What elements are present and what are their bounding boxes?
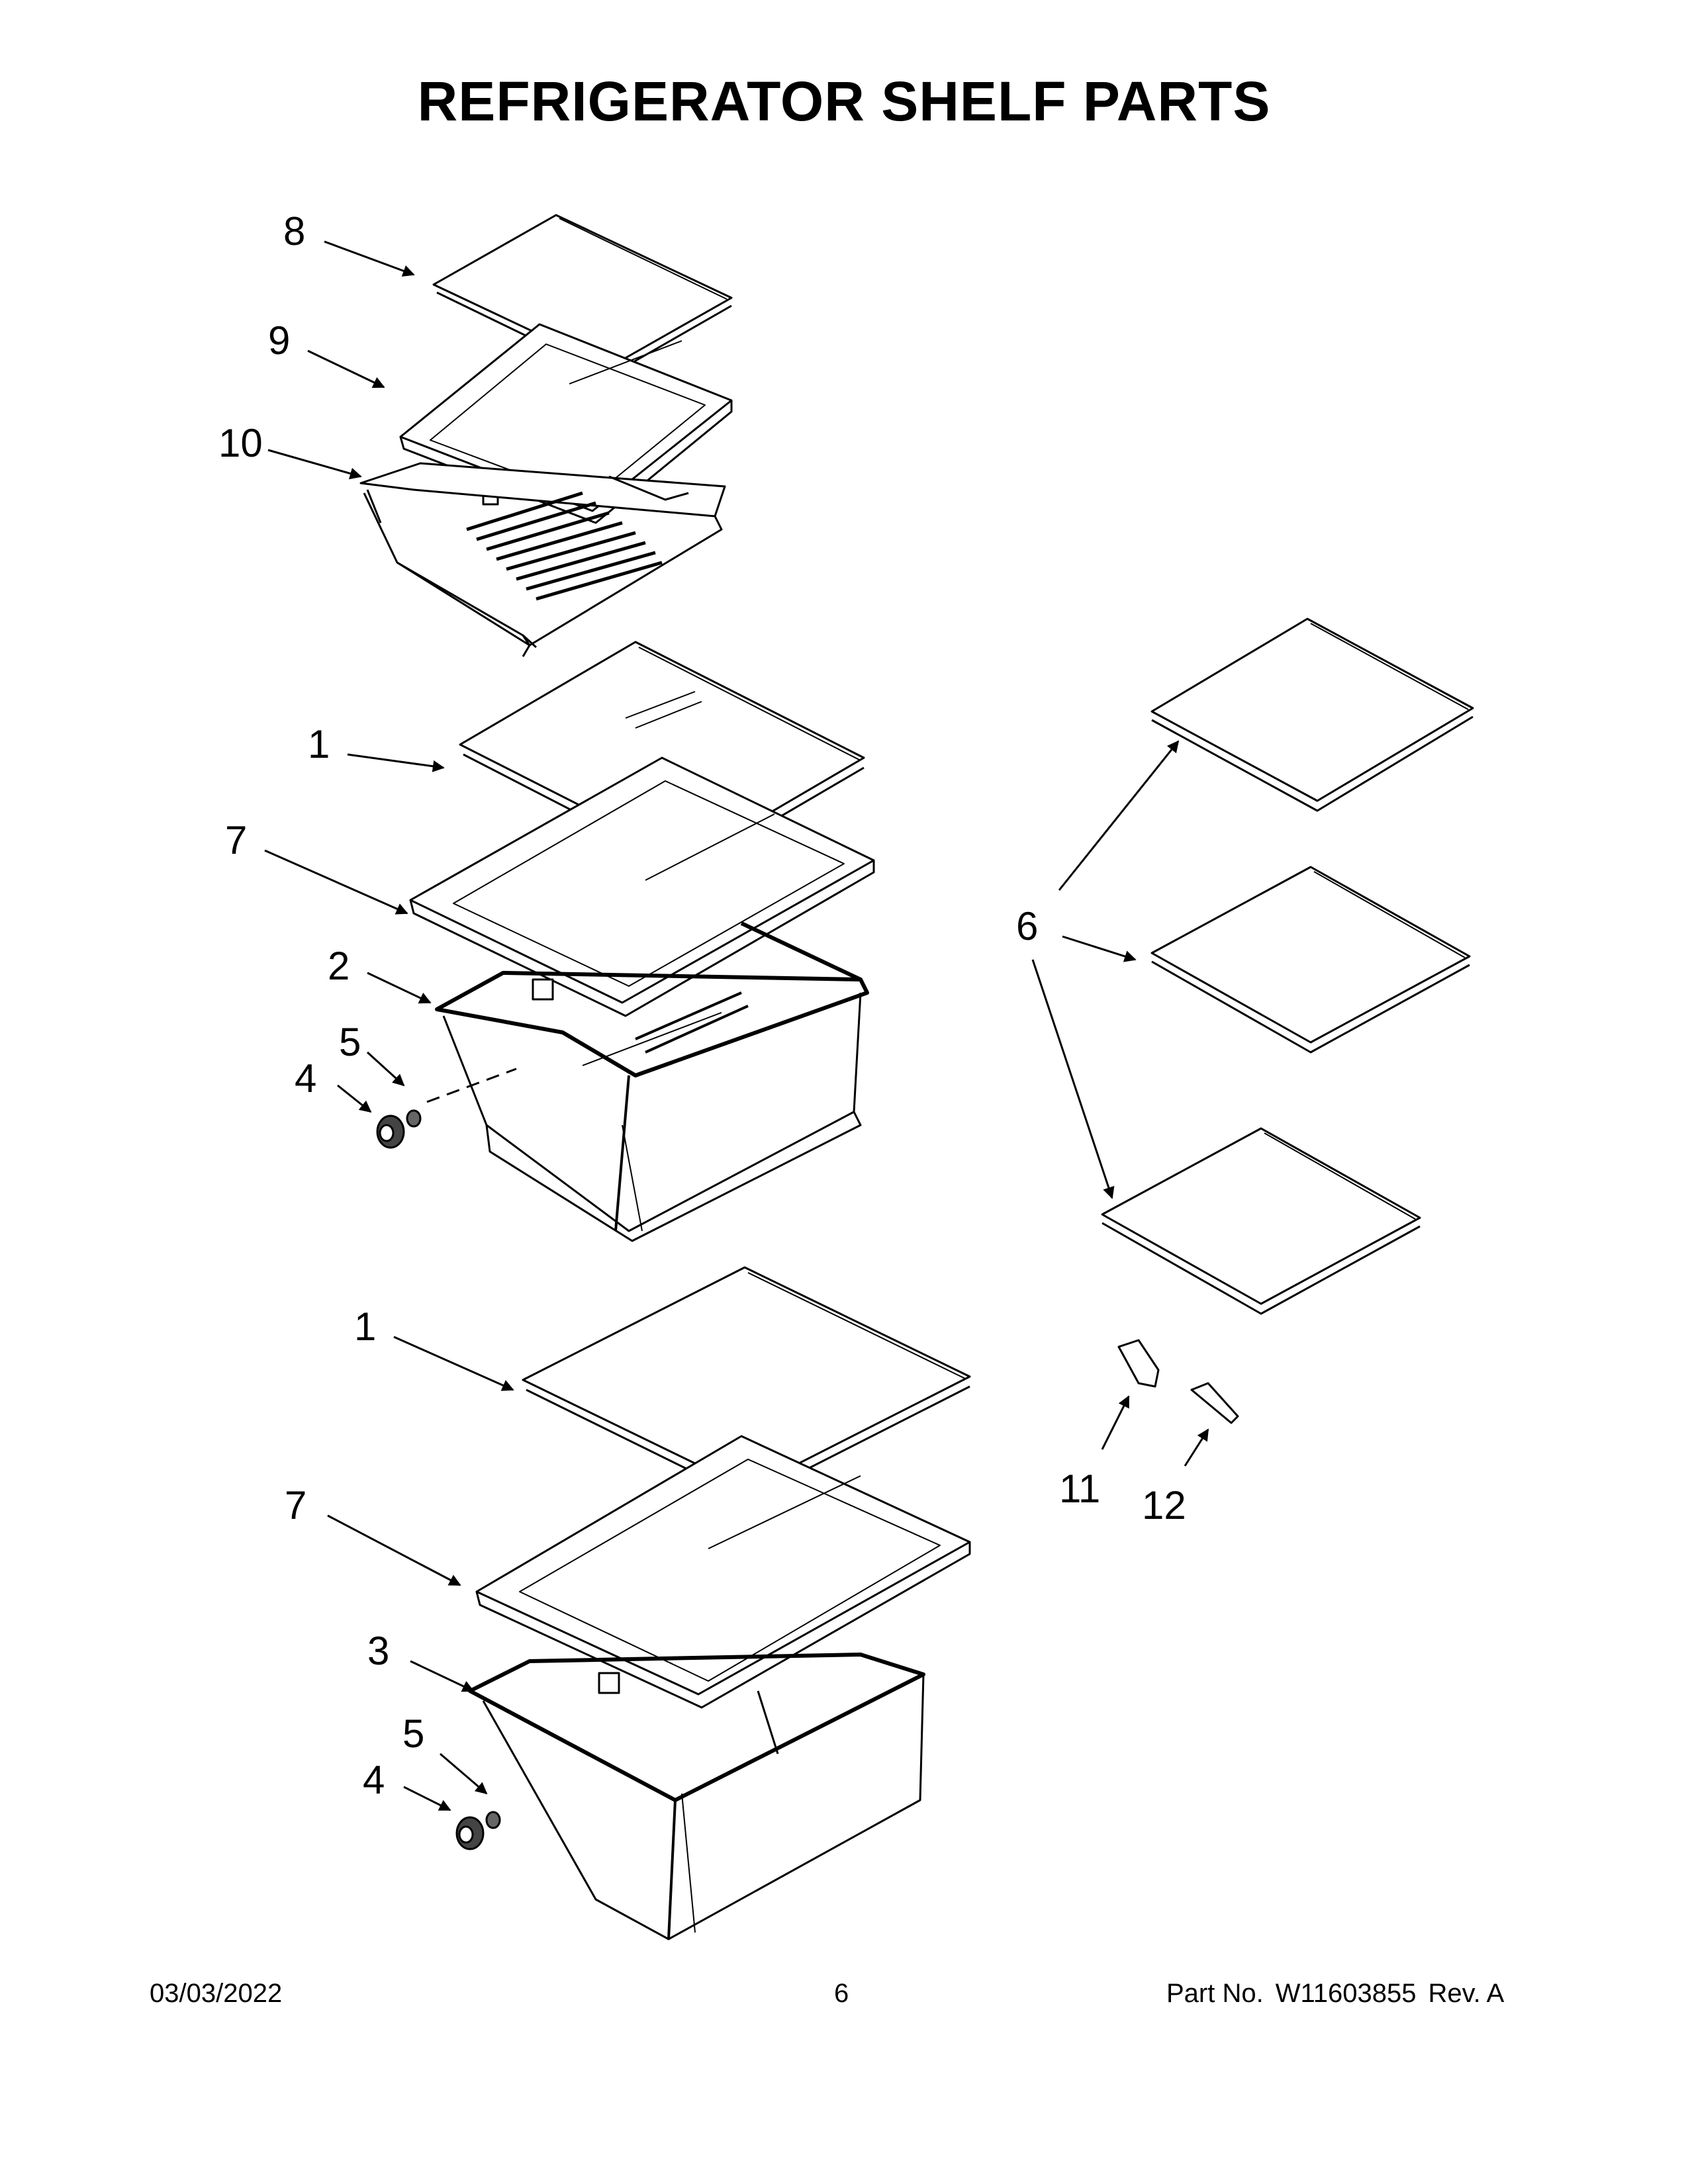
part-7-shelf-frame-upper	[409, 756, 875, 1017]
callout-12: 12	[1142, 1483, 1186, 1527]
part-9-shelf-frame	[399, 323, 733, 524]
callout-1-lower: 1	[354, 1304, 376, 1349]
callout-3: 3	[367, 1629, 389, 1673]
callout-11: 11	[1059, 1467, 1100, 1511]
callout-7-lower: 7	[285, 1483, 306, 1527]
callout-5-upper: 5	[339, 1020, 361, 1064]
callout-8: 8	[283, 209, 305, 253]
callout-1-upper: 1	[308, 722, 330, 766]
callout-4-lower: 4	[363, 1758, 385, 1802]
callout-4-upper: 4	[295, 1056, 316, 1101]
part-2-deli-drawer	[435, 921, 869, 1242]
part-number-label: Part No.	[1166, 1979, 1264, 2008]
callout-6: 6	[1016, 904, 1038, 948]
footer-date: 03/03/2022	[150, 1979, 283, 2008]
leader-arrows	[264, 240, 1209, 1811]
part-6-shelf-b	[1150, 866, 1471, 1054]
part-5-roller-axle-lower	[485, 1811, 501, 1829]
part-6-shelf-c	[1101, 1127, 1421, 1315]
callout-9: 9	[268, 318, 290, 363]
callout-7-upper: 7	[225, 818, 247, 862]
part-10-crisper-drawer	[359, 462, 726, 657]
part-4-drawer-slide-roller-lower	[455, 1816, 485, 1850]
part-1-glass-shelf-lower	[522, 1266, 971, 1500]
part-5-roller-axle-upper	[406, 1109, 422, 1128]
part-11-shelf-bracket	[1117, 1339, 1160, 1388]
callout-10: 10	[218, 421, 263, 465]
footer-page-number: 6	[834, 1979, 849, 2008]
page-title: REFRIGERATOR SHELF PARTS	[417, 70, 1271, 132]
part-number: W11603855	[1275, 1979, 1417, 2008]
footer-part-info: Part No. W11603855 Rev. A	[1166, 1979, 1516, 2009]
part-4-drawer-slide-roller-upper	[376, 1068, 517, 1149]
part-12-shelf-bracket	[1190, 1382, 1239, 1424]
part-6-shelf-a	[1150, 617, 1474, 812]
revision: Rev. A	[1428, 1979, 1505, 2008]
callout-5-lower: 5	[402, 1711, 424, 1756]
callout-2: 2	[328, 944, 350, 988]
part-3-crisper-drawer-lower	[468, 1653, 925, 1940]
